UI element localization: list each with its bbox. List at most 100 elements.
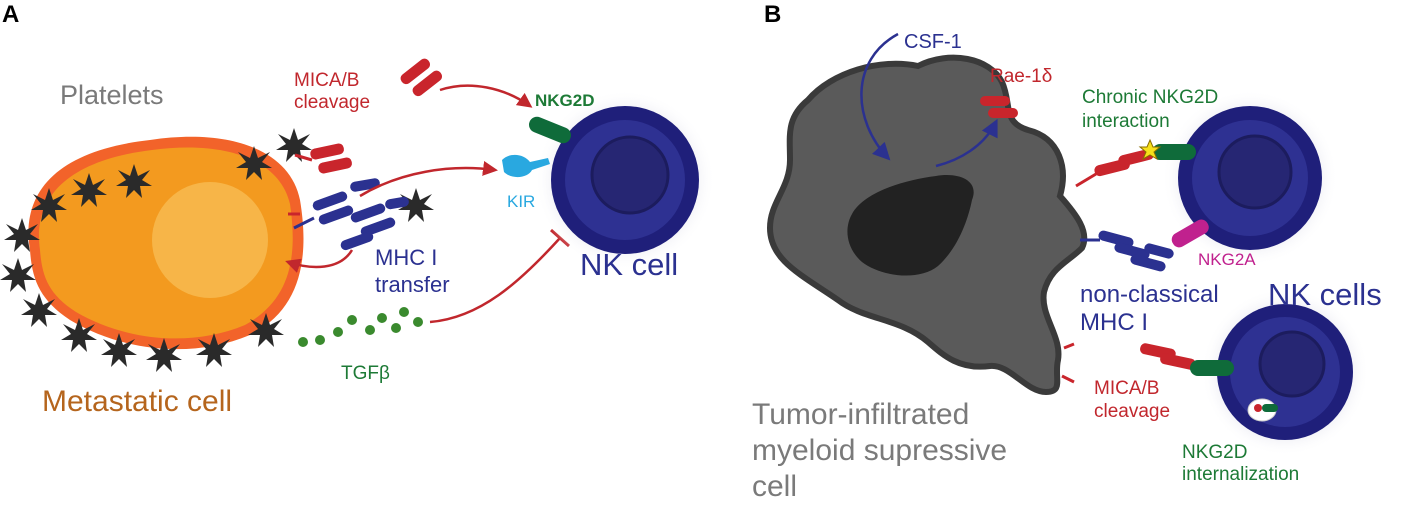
membrane-tick <box>1061 374 1075 384</box>
membrane-anchor <box>1075 172 1097 188</box>
label-mica-2: cleavage <box>294 92 370 113</box>
rae-ligand <box>980 96 1018 118</box>
arrow-mhc-transfer <box>285 249 354 273</box>
tgf-dot <box>347 315 357 325</box>
nonclassical-mhc <box>1080 230 1174 272</box>
nk-nucleus <box>590 135 670 215</box>
label-nkg2d: NKG2D <box>535 91 595 110</box>
mica-ligands-a <box>288 58 443 216</box>
nkg2d-receptor <box>529 116 571 144</box>
mica-ligand <box>318 157 352 174</box>
mhc-molecule <box>385 196 409 210</box>
mhc-molecule <box>1144 243 1174 259</box>
label-nk-cells: NK cells <box>1268 277 1382 312</box>
platelet <box>248 313 284 347</box>
label-tumor-3: cell <box>752 470 797 503</box>
nk-cell-b-bottom <box>1190 288 1369 456</box>
platelet <box>398 188 434 222</box>
platelets <box>0 128 434 372</box>
label-rae: Rae-1δ <box>990 66 1052 87</box>
rae-molecule <box>980 96 1010 106</box>
platelet <box>0 258 36 292</box>
csf-arrow-2 <box>935 118 998 168</box>
label-nonclassical-2: MHC I <box>1080 309 1148 336</box>
tgf-dots <box>298 307 423 347</box>
label-platelets: Platelets <box>60 80 164 110</box>
internalized-ligand <box>1254 404 1262 412</box>
label-internalization-1: NKG2D <box>1182 442 1247 463</box>
nk-nucleus <box>1217 134 1293 210</box>
panel-a: A <box>0 1 715 418</box>
mhc-molecule <box>1130 254 1166 272</box>
mhc-molecule <box>1114 242 1150 260</box>
myeloid-cell <box>766 54 1088 396</box>
interaction-star-icon <box>1138 138 1162 161</box>
label-nonclassical-1: non-classical <box>1080 281 1219 308</box>
mhc-molecule <box>350 203 386 223</box>
tgf-dot <box>365 325 375 335</box>
mhc-molecule <box>1098 230 1134 248</box>
metastatic-cell <box>28 136 304 350</box>
label-tgf: TGFβ <box>341 363 390 384</box>
platelet <box>276 128 312 162</box>
label-chronic-1: Chronic NKG2D <box>1082 87 1218 108</box>
label-mica-1: MICA/B <box>294 70 359 91</box>
platelet <box>71 173 107 207</box>
csf-arrow-1 <box>860 32 899 161</box>
tgf-dot <box>413 317 423 327</box>
tgf-dot <box>399 307 409 317</box>
shed-mica-b <box>1140 343 1196 370</box>
tgf-dot <box>315 335 325 345</box>
shed-mica <box>400 58 431 85</box>
membrane-anchor <box>294 153 313 162</box>
mhc-molecule <box>340 231 374 251</box>
membrane-ticks <box>1061 342 1075 384</box>
label-nkg2a: NKG2A <box>1198 250 1256 269</box>
platelet <box>61 318 97 352</box>
tgf-dot <box>377 313 387 323</box>
label-mica-b-1: MICA/B <box>1094 378 1159 399</box>
shed-mica <box>412 70 443 97</box>
platelet <box>146 338 182 372</box>
platelet <box>4 218 40 252</box>
platelet <box>236 146 272 180</box>
panel-b: B <box>752 1 1382 503</box>
label-mhc-2: transfer <box>375 272 450 297</box>
membrane-tick <box>1063 342 1075 350</box>
nkg2a-receptor <box>1171 219 1209 248</box>
label-mica-b-2: cleavage <box>1094 401 1170 422</box>
nk-cell-b-top <box>1152 90 1338 266</box>
nk-cell-a <box>502 90 715 270</box>
tgf-dot <box>391 323 401 333</box>
shed-mica <box>1160 353 1196 370</box>
inhibition-tgf <box>429 237 561 324</box>
platelet <box>31 188 67 222</box>
nkg2d-receptor <box>1190 360 1234 376</box>
tgf-dot <box>333 327 343 337</box>
mhc-molecule <box>350 178 380 192</box>
label-tumor-1: Tumor-infiltrated <box>752 398 969 431</box>
chronic-ligand <box>1075 138 1162 188</box>
arrow-mhc-to-kir <box>359 160 498 198</box>
platelet <box>196 333 232 367</box>
platelet <box>21 293 57 327</box>
label-nk-cell: NK cell <box>580 247 678 282</box>
label-internalization-2: internalization <box>1182 464 1299 485</box>
metastatic-nucleus <box>152 182 268 298</box>
arrow-mica-to-nkg2d <box>439 84 533 108</box>
nk-nucleus <box>1258 330 1326 398</box>
csf-arrows <box>860 32 998 168</box>
mica-ligand <box>310 143 344 160</box>
panel-b-letter: B <box>764 1 781 28</box>
panel-a-letter: A <box>2 1 19 28</box>
mhc-molecule <box>312 191 348 211</box>
mhc-molecule <box>360 217 396 237</box>
nkg2d-receptor <box>1152 144 1196 160</box>
label-kir: KIR <box>507 192 535 211</box>
kir-receptor <box>502 154 550 178</box>
tgf-dot <box>298 337 308 347</box>
platelet <box>101 333 137 367</box>
mhc-cluster <box>293 178 409 251</box>
internalized-nkg2d <box>1262 404 1278 412</box>
